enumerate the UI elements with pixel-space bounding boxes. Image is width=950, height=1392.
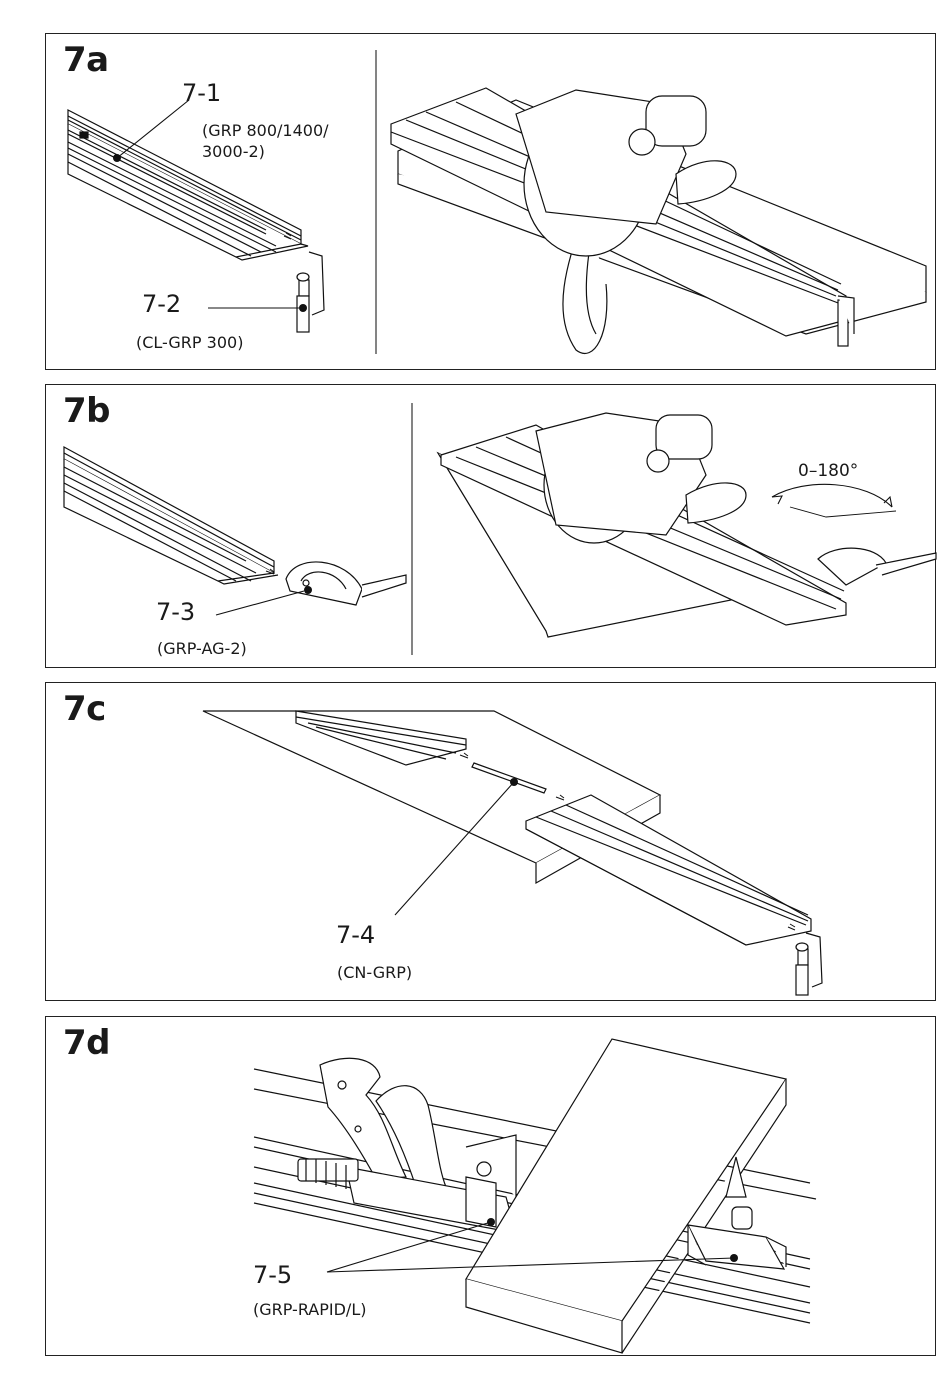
callout-7-5-part: (GRP-RAPID/L) (253, 1299, 366, 1320)
plunge-saw-on-rail (438, 413, 936, 637)
panel-7d-illustration (46, 1017, 937, 1357)
clamp (284, 233, 324, 332)
panel-7a: 7a (45, 33, 936, 370)
callout-7-3-part: (GRP-AG-2) (157, 638, 247, 659)
panel-7c-illustration (46, 683, 937, 1002)
callout-7-4-part: (CN-GRP) (337, 962, 412, 983)
panel-7d: 7d (45, 1016, 936, 1356)
angle-arc (772, 484, 896, 517)
callout-7-2-number: 7-2 (142, 290, 181, 318)
rapid-clamp (298, 1058, 516, 1233)
callout-7-5-number: 7-5 (253, 1261, 292, 1289)
callout-7-2-part: (CL-GRP 300) (136, 332, 243, 353)
angle-range-label: 0–180° (798, 461, 858, 481)
callout-7-4-number: 7-4 (336, 921, 375, 949)
callout-7-3-number: 7-3 (156, 598, 195, 626)
panel-7b: 7b (45, 384, 936, 668)
panel-7b-illustration (46, 385, 937, 669)
angle-stop (266, 562, 406, 605)
panel-7a-illustration (46, 34, 937, 371)
guide-rail (64, 447, 278, 584)
plunge-saw-on-rail (391, 88, 926, 353)
callout-7-1-number: 7-1 (182, 79, 221, 107)
callout-7-1-part: (GRP 800/1400/ 3000-2) (202, 120, 329, 162)
guide-rail-right (526, 795, 811, 945)
panel-7c: 7c (45, 682, 936, 1001)
